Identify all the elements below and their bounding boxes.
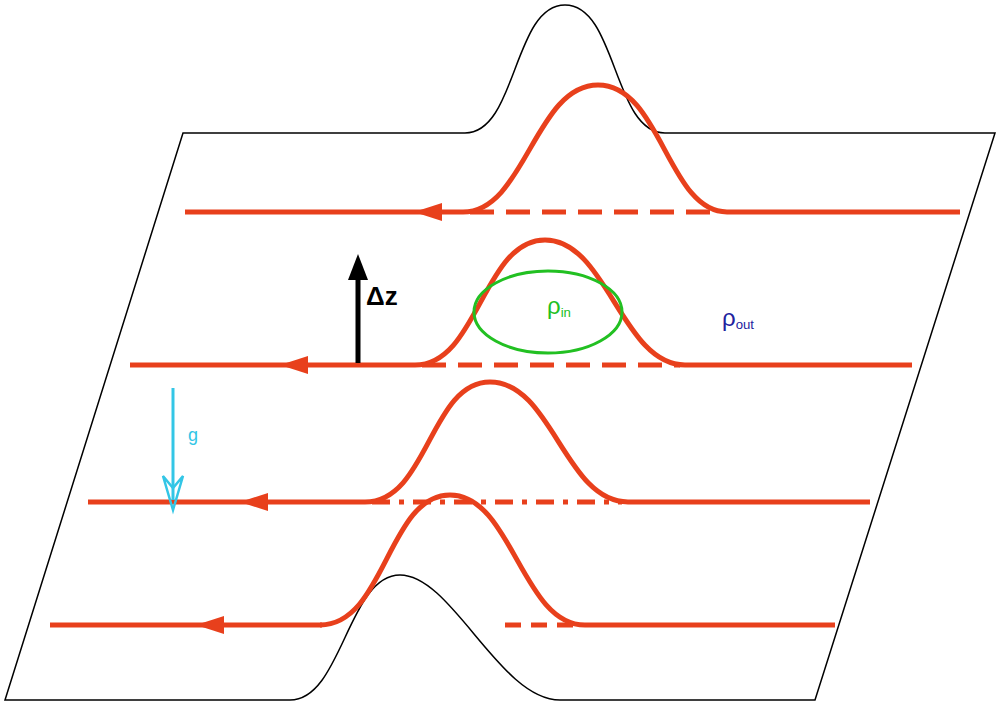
field-line <box>185 85 960 212</box>
field-line-segment <box>685 363 912 368</box>
gravity-label: g <box>188 426 198 446</box>
field-line-segment <box>130 363 415 368</box>
density-label: ρout <box>722 305 754 333</box>
density-ellipse: ρin <box>472 269 624 355</box>
field-line-bump <box>365 382 628 502</box>
field-line-dashed <box>372 500 622 505</box>
height-arrow <box>356 276 361 363</box>
gravity-arrowhead <box>163 476 183 510</box>
density-label: ρin <box>547 293 571 321</box>
field-arrowhead <box>240 493 268 511</box>
field-line-segment <box>50 623 322 628</box>
field-line-segment <box>727 210 960 215</box>
gravity-arrow <box>172 388 175 500</box>
field-line-segment <box>88 500 365 505</box>
ellipse-shape <box>474 271 622 353</box>
field-line <box>50 495 835 625</box>
subscript-part: in <box>561 305 571 320</box>
field-arrowhead <box>414 203 442 221</box>
field-line-segment <box>585 623 835 628</box>
subscript-part: out <box>736 317 754 332</box>
field-line-dashed <box>470 210 722 215</box>
field-line-dashed <box>505 623 580 628</box>
field-line <box>88 382 870 502</box>
field-line-bump <box>463 85 727 212</box>
field-arrowhead <box>280 356 308 374</box>
symbol-part: ρ <box>547 292 561 319</box>
field-line-bump <box>415 240 685 365</box>
height-arrowhead <box>348 254 368 280</box>
field-line-dashed <box>422 363 680 368</box>
field-line-bump <box>320 495 585 625</box>
sheet-outline <box>5 5 995 700</box>
field-line <box>130 240 912 365</box>
symbol-part: ρ <box>722 304 736 331</box>
height-label: Δz <box>366 282 398 311</box>
field-arrowhead <box>196 616 224 634</box>
field-line-segment <box>628 500 870 505</box>
